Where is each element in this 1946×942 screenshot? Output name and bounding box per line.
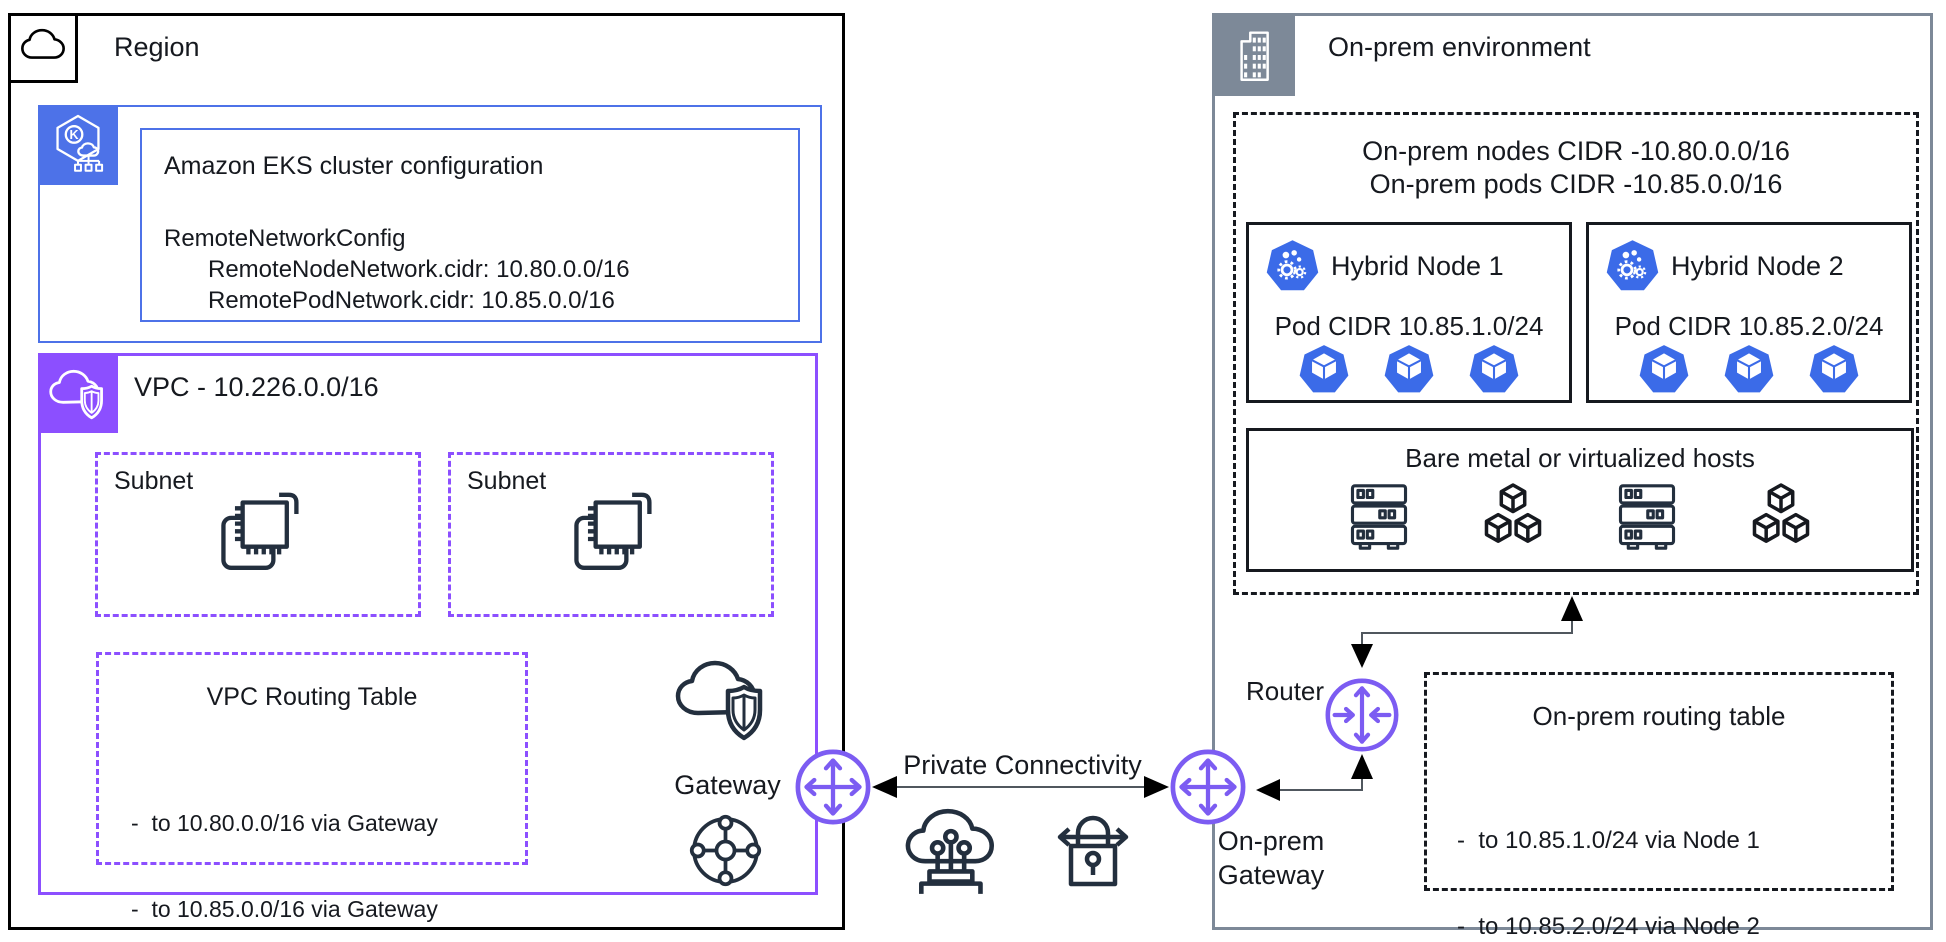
cloud-shield-icon	[672, 652, 772, 744]
pods-row	[1249, 343, 1569, 395]
eks-icon	[38, 105, 118, 185]
onprem-pods-cidr: On-prem pods CIDR -10.85.0.0/16	[1369, 169, 1783, 199]
onprem-routing-table-box: On-prem routing table - to 10.85.1.0/24 …	[1424, 672, 1894, 940]
eks-config-line: RemotePodNetwork.cidr: 10.85.0.0/16	[208, 287, 615, 314]
pod-cidr-label: Pod CIDR 10.85.1.0/24	[1274, 311, 1544, 341]
hybrid-node-icon	[1605, 238, 1660, 293]
vpc-routes: - to 10.80.0.0/16 via Gateway - to 10.85…	[131, 752, 525, 942]
pods-row	[1589, 343, 1909, 395]
hybrid-node-2-box: Hybrid Node 2 Pod CIDR 10.85.2.0/24	[1586, 222, 1912, 403]
hybrid-node-icon	[1265, 238, 1320, 293]
hybrid-node-name: Hybrid Node 2	[1671, 251, 1844, 281]
hybrid-node-name: Hybrid Node 1	[1331, 251, 1504, 281]
onprem-nodes-cidr: On-prem nodes CIDR -10.80.0.0/16	[1362, 136, 1790, 166]
eks-config-line: RemoteNodeNetwork.cidr: 10.80.0.0/16	[208, 256, 630, 283]
onprem-gateway-icon	[1169, 748, 1247, 826]
route-entry: - to 10.80.0.0/16 via Gateway	[131, 810, 438, 836]
hosts-box: Bare metal or virtualized hosts	[1246, 428, 1914, 572]
vpc-box	[38, 353, 818, 895]
compute-chip-icon	[210, 491, 306, 587]
pod-icon	[1383, 343, 1435, 395]
hosts-label: Bare metal or virtualized hosts	[1405, 443, 1755, 473]
server-rack-icon	[1608, 478, 1686, 556]
cubes-icon	[1742, 478, 1820, 556]
pod-icon	[1808, 343, 1860, 395]
onprem-cidr-box: On-prem nodes CIDR -10.80.0.0/16 On-prem…	[1233, 112, 1919, 595]
pod-icon	[1298, 343, 1350, 395]
route-entry: - to 10.85.2.0/24 via Node 2	[1457, 912, 1760, 940]
router-label: Router	[1246, 676, 1325, 706]
subnet-label: Subnet	[114, 467, 194, 495]
vpc-routing-table-title: VPC Routing Table	[206, 683, 418, 711]
subnet-label: Subnet	[467, 467, 547, 495]
subnet-box-1: Subnet	[95, 452, 421, 617]
private-connectivity-label: Private Connectivity	[903, 750, 1142, 780]
onprem-routing-table-title: On-prem routing table	[1532, 701, 1786, 731]
vpc-icon	[38, 353, 118, 433]
vpc-label: VPC - 10.226.0.0/16	[134, 372, 379, 402]
route-entry: - to 10.85.0.0/16 via Gateway	[131, 895, 438, 922]
network-hub-icon	[688, 813, 763, 888]
region-label: Region	[114, 32, 200, 62]
vpn-lock-icon	[1043, 800, 1143, 902]
cubes-icon	[1474, 478, 1552, 556]
compute-chip-icon	[563, 491, 659, 587]
onprem-environment-box	[1212, 13, 1933, 930]
vpc-routing-table-box: VPC Routing Table - to 10.80.0.0/16 via …	[96, 652, 528, 922]
pod-cidr-label: Pod CIDR 10.85.2.0/24	[1614, 311, 1884, 341]
eks-section-box	[38, 105, 822, 343]
vpc-gateway-icon	[794, 748, 872, 826]
onprem-gateway-label: On-prem Gateway	[1217, 826, 1325, 890]
pod-icon	[1468, 343, 1520, 395]
hybrid-node-1-box: Hybrid Node 1 Pod CIDR 10.85.1.0/24	[1246, 222, 1572, 403]
onprem-routes: - to 10.85.1.0/24 via Node 1 - to 10.85.…	[1457, 770, 1891, 942]
pod-icon	[1723, 343, 1775, 395]
eks-config-heading: RemoteNetworkConfig	[164, 225, 406, 252]
route-entry: - to 10.85.1.0/24 via Node 1	[1457, 827, 1760, 854]
subnet-box-2: Subnet	[448, 452, 774, 617]
region-cloud-icon	[8, 13, 78, 83]
pod-icon	[1638, 343, 1690, 395]
router-icon	[1324, 677, 1400, 753]
onprem-environment-label: On-prem environment	[1328, 32, 1591, 62]
region-box	[8, 13, 845, 930]
eks-config-title: Amazon EKS cluster configuration	[164, 152, 544, 180]
gateway-label: Gateway	[674, 770, 781, 800]
building-icon	[1212, 13, 1295, 96]
server-rack-icon	[1340, 478, 1418, 556]
direct-connect-cloud-icon	[905, 800, 1007, 902]
eks-config-box: Amazon EKS cluster configuration RemoteN…	[140, 128, 800, 322]
